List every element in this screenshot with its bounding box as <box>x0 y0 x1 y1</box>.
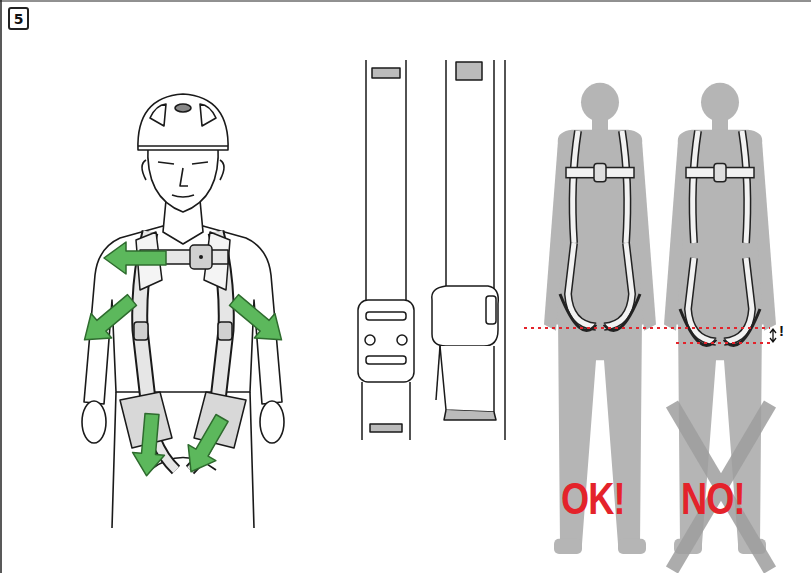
strap-edge <box>436 346 440 400</box>
buckle-hook <box>486 296 496 324</box>
verdict-no: NO! <box>681 477 745 521</box>
buckle-slot <box>366 312 406 320</box>
harness-lower <box>680 258 760 345</box>
person-silhouette <box>664 83 776 554</box>
buckle-rivet <box>365 335 375 345</box>
stitching <box>370 424 402 432</box>
strap-buckle <box>218 322 232 340</box>
stitching <box>372 68 400 78</box>
frame-line <box>0 0 2 573</box>
chest-buckle <box>190 245 212 269</box>
frame-line <box>0 1 811 2</box>
strap-flap <box>440 346 494 412</box>
cross-mark <box>672 404 770 570</box>
helmet-brim <box>138 145 228 147</box>
helmet-vent <box>150 104 216 126</box>
harness-upper <box>686 131 754 243</box>
stitching <box>456 62 482 80</box>
harness-upper <box>566 131 634 243</box>
incorrect-fit <box>664 83 776 554</box>
buckle-frame <box>358 300 414 382</box>
adjust-arrow <box>104 242 166 274</box>
step-number-box: 5 <box>8 7 29 30</box>
person-silhouette <box>544 83 656 554</box>
reference-line <box>676 342 770 344</box>
verdict-ok: OK! <box>561 477 625 521</box>
harness-lower <box>560 243 640 330</box>
face-detail <box>158 162 208 197</box>
hand <box>82 401 106 443</box>
step-number: 5 <box>14 12 24 26</box>
reference-line <box>524 327 770 329</box>
adjust-arrows <box>74 242 292 480</box>
face <box>148 145 218 212</box>
harness <box>120 232 246 470</box>
buckle-side <box>432 286 499 346</box>
cross-stroke <box>672 404 770 570</box>
helmet <box>138 94 228 150</box>
gap-arrow <box>770 329 776 342</box>
helmet-logo <box>175 104 191 112</box>
buckle-rivet <box>199 255 203 259</box>
hand <box>260 401 284 443</box>
buckle-rivet <box>397 335 407 345</box>
trousers <box>112 392 254 528</box>
strap <box>362 382 410 440</box>
buckle-detail <box>358 60 505 440</box>
warning-mark: ! <box>779 323 784 338</box>
adjust-arrow <box>224 288 292 352</box>
strap <box>446 60 494 300</box>
correct-fit <box>544 83 656 554</box>
strap <box>366 60 406 302</box>
strap-buckle <box>134 322 148 340</box>
thigh-pad <box>120 392 246 448</box>
adjust-arrow <box>74 288 142 352</box>
buckle-slot <box>366 356 406 364</box>
strap-end <box>444 410 496 420</box>
cross-stroke <box>672 404 770 570</box>
adjust-arrow <box>177 410 236 480</box>
adjust-arrow <box>131 413 168 478</box>
strap-edge <box>504 60 506 440</box>
